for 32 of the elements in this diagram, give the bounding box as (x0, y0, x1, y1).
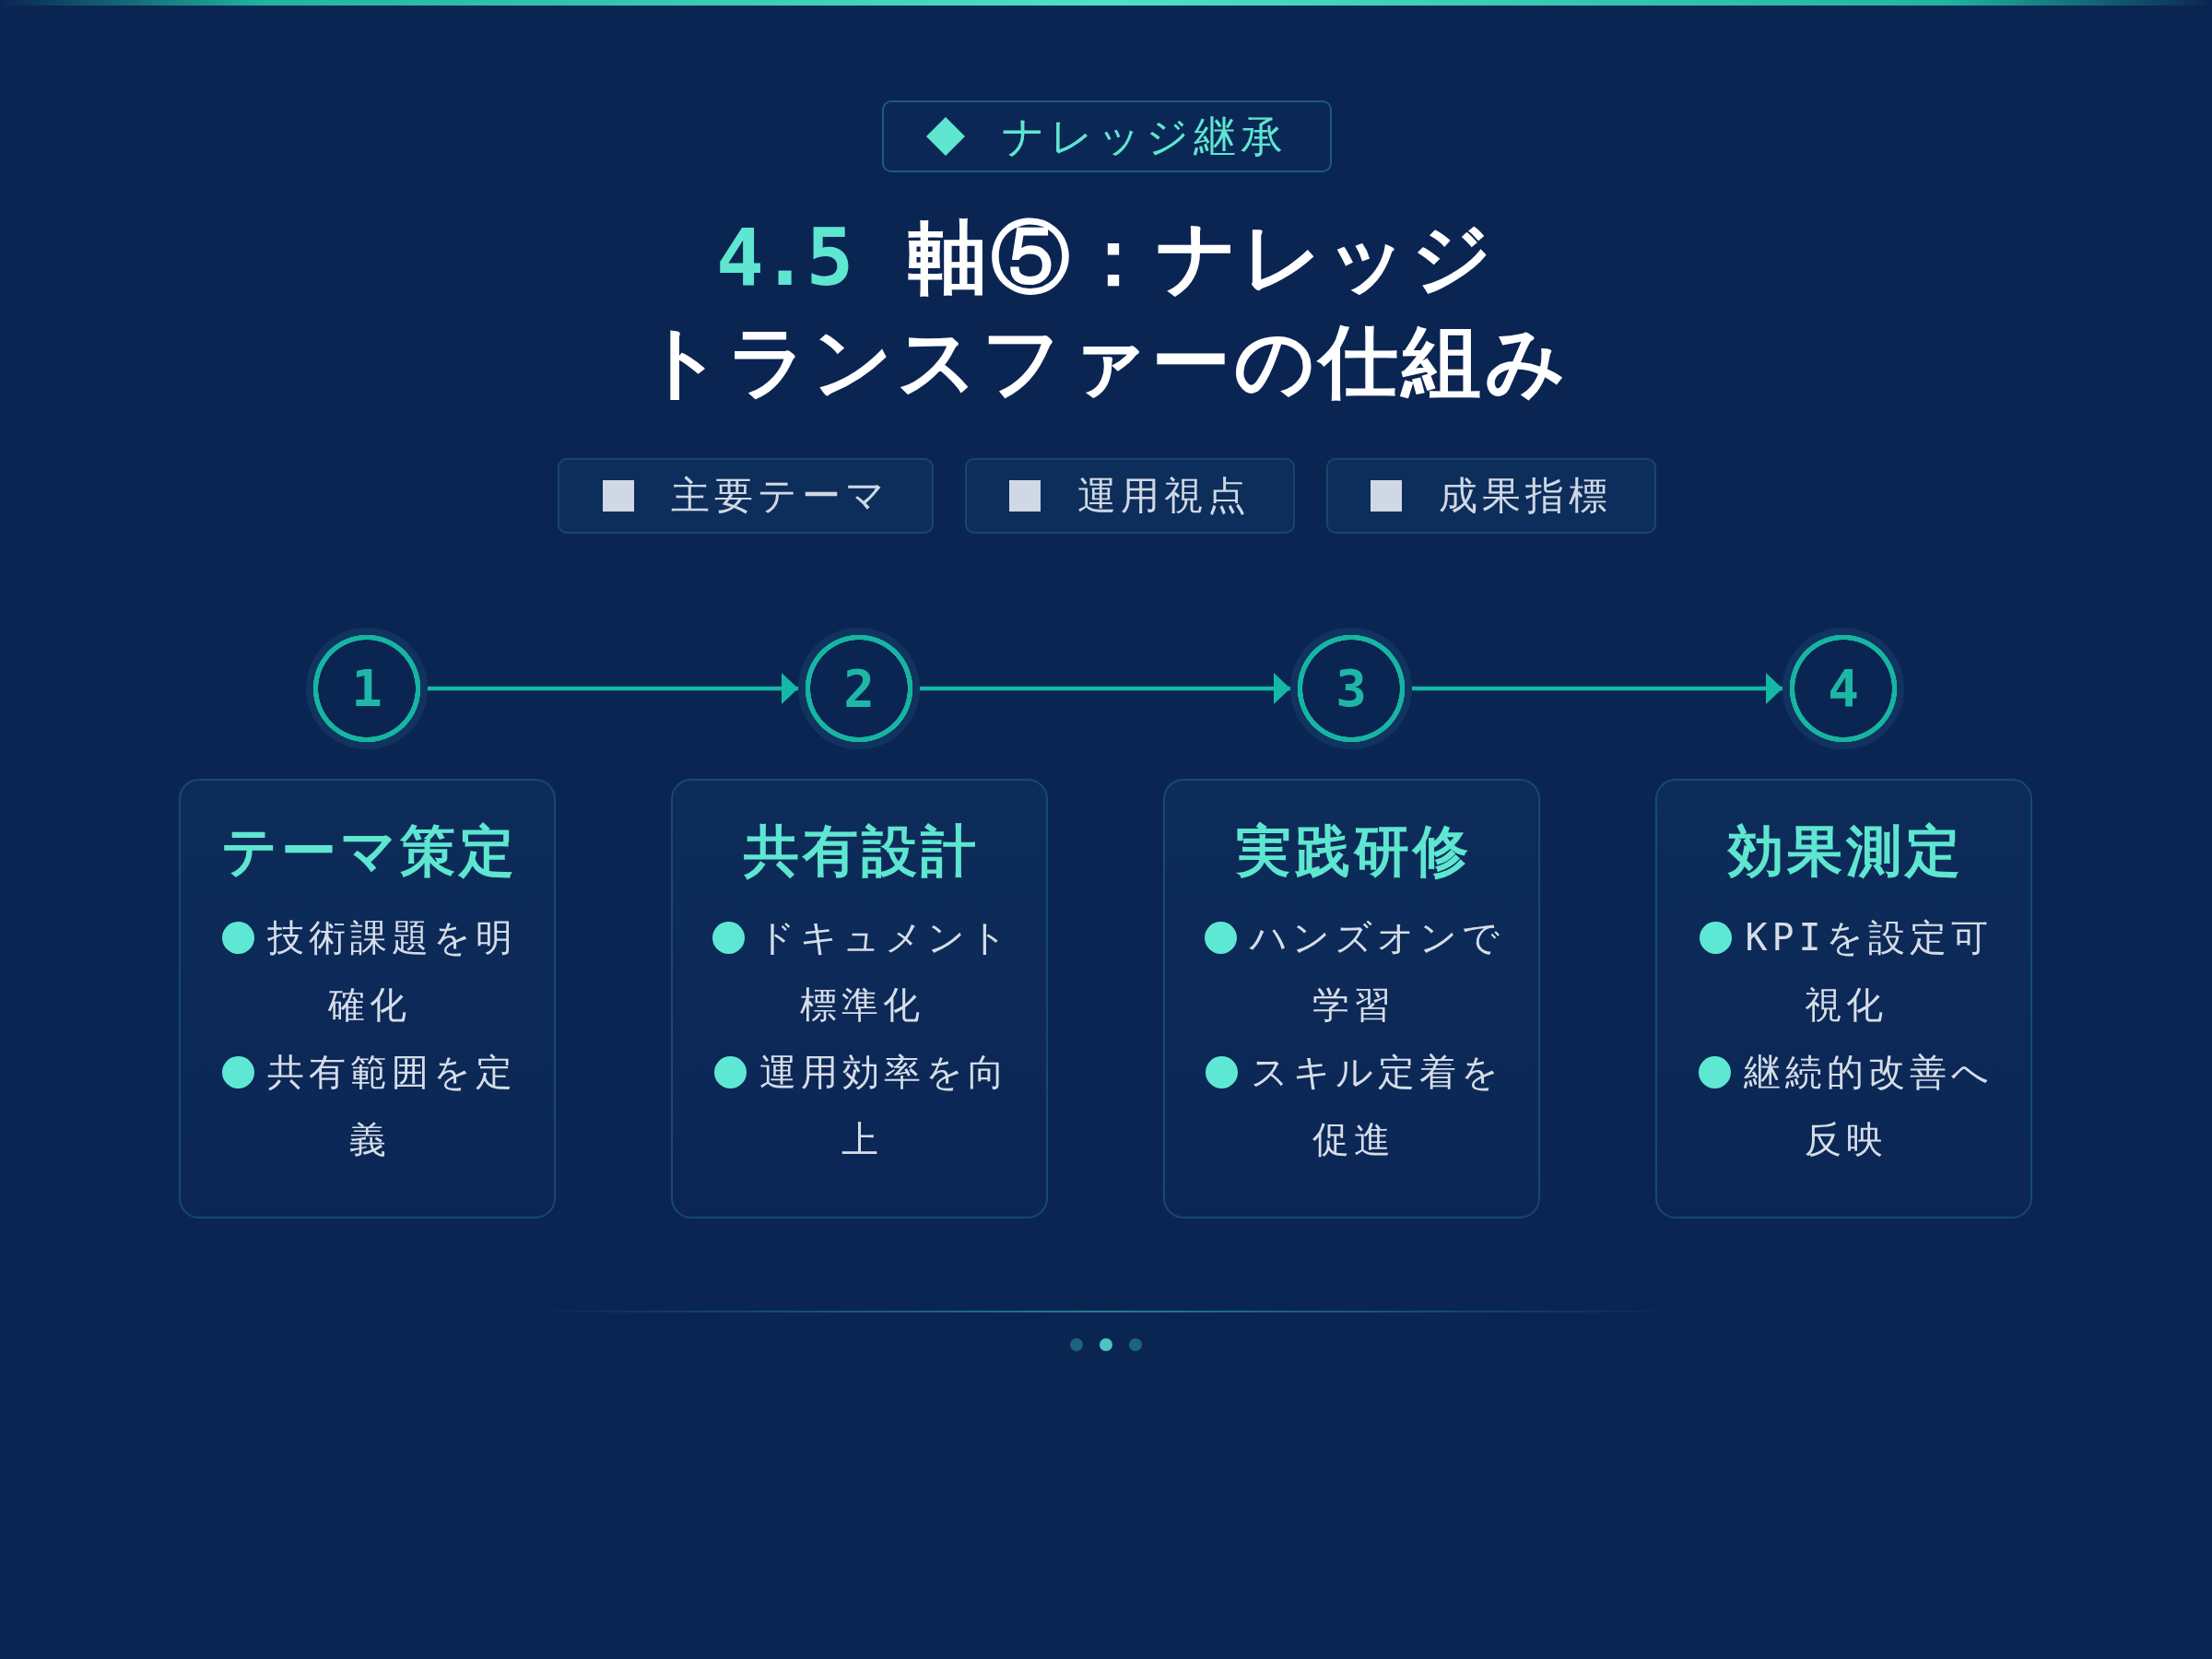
tag-label: 運用視点 (1077, 472, 1251, 520)
tag-label: 主要テーマ (670, 472, 889, 520)
bullet-text: ドキュメント標準化 (757, 916, 1012, 1026)
step-card (671, 779, 1048, 1218)
bullet-text: 継続的改善へ反映 (1744, 1051, 1994, 1160)
step-number: 4 (1783, 628, 1904, 749)
bullet-text: スキル定着を促進 (1250, 1051, 1503, 1160)
tag-label: 成果指標 (1439, 472, 1612, 520)
step-title: 共有設計 (742, 818, 981, 885)
arrow (920, 673, 1290, 704)
step-title: 効果測定 (1726, 818, 1965, 885)
arrow (428, 673, 798, 704)
bullet-text: 技術課題を明確化 (267, 916, 517, 1026)
bullet-text: 共有範囲を定義 (267, 1051, 517, 1160)
arrow (1412, 673, 1783, 704)
bullet-text: ハンズオンで学習 (1249, 916, 1504, 1026)
bullet-text: 運用効率を向上 (759, 1051, 1009, 1160)
step-card (1163, 779, 1540, 1218)
step-card (1655, 779, 2032, 1218)
step-card (179, 779, 556, 1218)
step-number: 2 (798, 628, 920, 749)
tag (1326, 458, 1656, 534)
slide-title: 4.5 軸⑤：ナレッジトランスファーの仕組み (641, 210, 1571, 409)
step-title: テーマ策定 (219, 818, 519, 885)
tag (558, 458, 934, 534)
step-number: 3 (1290, 628, 1412, 749)
badge (882, 100, 1332, 172)
badge-label: ナレッジ継承 (1002, 111, 1288, 163)
tag (965, 458, 1295, 534)
step-number: 1 (306, 628, 428, 749)
bullet-text: KPIを設定可視化 (1745, 916, 1993, 1026)
step-title: 実践研修 (1234, 818, 1473, 885)
